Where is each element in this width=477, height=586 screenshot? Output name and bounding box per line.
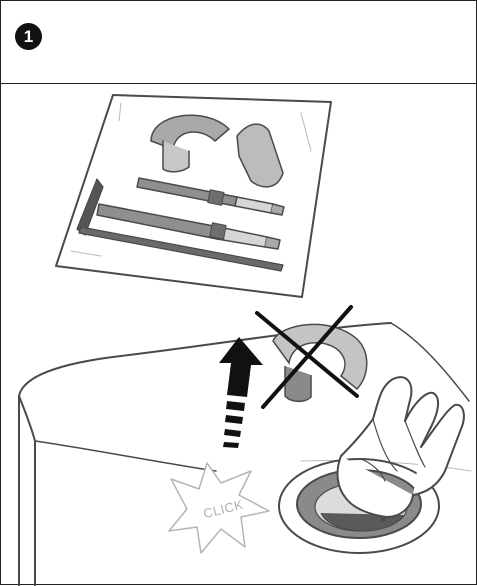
click-burst-icon: CLICK — [169, 463, 269, 553]
up-arrow-icon — [219, 337, 263, 448]
hand-icon — [338, 377, 464, 517]
transit-bolt-kit — [56, 95, 331, 297]
